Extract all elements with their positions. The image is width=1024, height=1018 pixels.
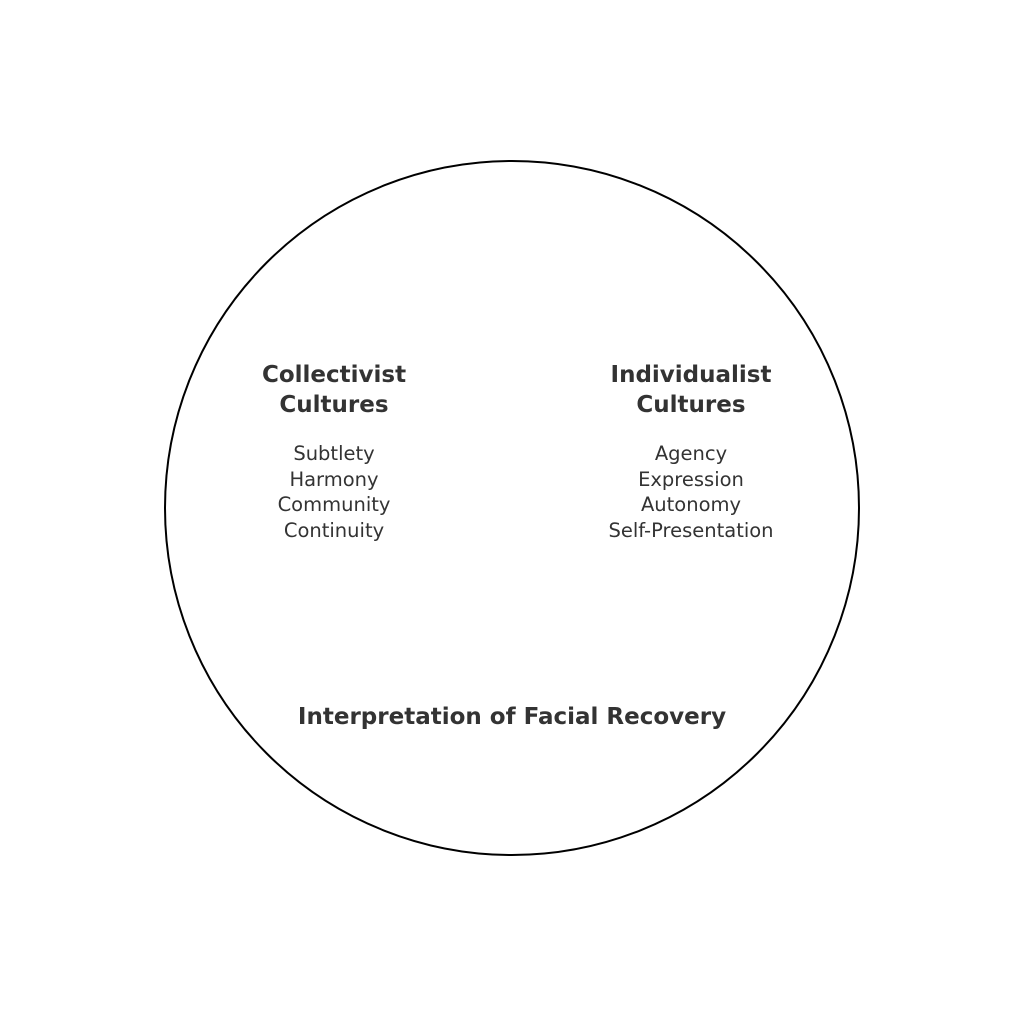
collectivist-value: Community [277,493,391,516]
individualist-heading-line-2: Cultures [636,392,746,418]
collectivist-value: Harmony [289,467,379,491]
collectivist-value: Continuity [283,518,385,542]
collectivist-heading: Collectivist Cultures [204,360,464,420]
individualist-values-list: Agency Expression Autonomy Self-Presenta… [561,441,821,543]
individualist-value: Self-Presentation [608,518,774,542]
individualist-heading: Individualist Cultures [561,360,821,420]
collectivist-heading-line-1: Collectivist [261,362,407,388]
collectivist-heading-line-2: Cultures [279,392,389,418]
diagram-caption: Interpretation of Facial Recovery [297,704,727,730]
collectivist-values-list: Subtlety Harmony Community Continuity [204,441,464,543]
individualist-value: Autonomy [640,493,742,516]
individualist-value: Expression [638,467,744,491]
collectivist-value: Subtlety [293,442,375,465]
individualist-value: Agency [654,442,728,465]
enclosing-circle [164,160,860,856]
individualist-heading-line-1: Individualist [610,362,772,388]
